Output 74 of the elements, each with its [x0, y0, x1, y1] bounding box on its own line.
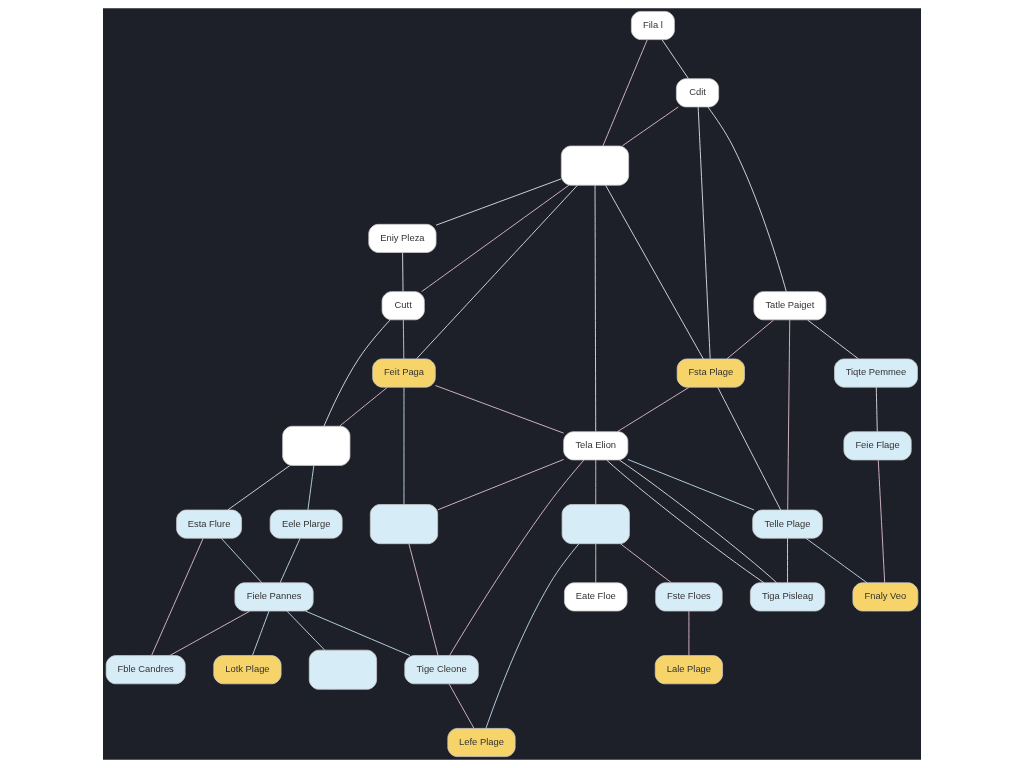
node-box: Fila l	[631, 11, 675, 40]
connector	[434, 385, 565, 434]
connector	[787, 537, 788, 584]
node-box: Lotk Plage	[213, 655, 282, 685]
node-box: Eniy Pleza	[368, 223, 437, 253]
connector	[307, 465, 315, 511]
node-box: Tela Elion	[563, 431, 629, 461]
connector	[251, 610, 270, 657]
node-box: Tiga Pisleag	[749, 582, 826, 612]
node-box: Tige Cleone	[404, 655, 479, 685]
node-box: Feie Flage	[843, 431, 912, 461]
connector	[805, 537, 868, 584]
connector	[435, 178, 562, 226]
node-box: Eate Floe	[564, 582, 628, 612]
connector	[616, 386, 690, 433]
connector	[787, 319, 791, 511]
connector	[437, 459, 565, 511]
connector	[304, 610, 411, 657]
connector	[688, 610, 690, 657]
connector	[620, 543, 672, 584]
connector	[227, 465, 291, 511]
connector	[726, 319, 774, 360]
connector	[416, 184, 578, 360]
connector	[594, 184, 597, 433]
connector	[421, 184, 570, 293]
node-box: Tiqte Pemmee	[834, 358, 918, 388]
connector	[339, 386, 388, 427]
connector	[619, 459, 778, 584]
connector	[323, 319, 391, 427]
connector	[661, 39, 689, 80]
connector	[402, 319, 405, 360]
node-box: Fnaly Veo	[852, 582, 919, 612]
node-box: Esta Flure	[176, 509, 242, 539]
connector	[717, 386, 782, 511]
connector	[875, 386, 878, 433]
node-box	[561, 504, 630, 545]
connector	[403, 386, 405, 505]
node-box: Fble Candres	[105, 655, 186, 685]
connector	[595, 459, 597, 505]
node-box: Fste Floes	[655, 582, 723, 612]
connector	[605, 184, 704, 360]
node-box	[308, 649, 377, 690]
node-box: Lale Plage	[654, 655, 723, 685]
connector	[621, 106, 679, 147]
node-box: Tatle Paiget	[753, 291, 827, 321]
connector	[877, 459, 886, 584]
node-box: Cdit	[676, 78, 720, 108]
connector	[697, 106, 711, 360]
connector	[402, 252, 404, 293]
node-box	[282, 425, 351, 466]
node-box: Cutt	[381, 291, 425, 321]
node-box: Telle Plage	[752, 509, 823, 539]
connector	[169, 610, 251, 657]
connector	[286, 610, 326, 651]
connector	[627, 459, 755, 511]
node-box: Lefe Plage	[447, 728, 516, 757]
connector	[448, 683, 475, 729]
connector	[449, 459, 585, 657]
connector	[707, 106, 787, 292]
connector	[485, 543, 580, 729]
node-box	[560, 145, 629, 186]
connector	[151, 538, 204, 656]
connector	[602, 39, 648, 147]
connector	[807, 319, 859, 360]
node-box	[369, 504, 439, 545]
node-box: Eele Plarge	[269, 509, 343, 539]
connector	[595, 543, 597, 584]
connector	[220, 537, 263, 584]
connector	[408, 543, 439, 656]
node-box: Fiele Pannes	[234, 582, 314, 612]
connector	[606, 459, 765, 584]
node-box: Fsta Plage	[676, 358, 745, 388]
node-box: Feit Paga	[372, 358, 436, 388]
connector	[279, 537, 301, 584]
